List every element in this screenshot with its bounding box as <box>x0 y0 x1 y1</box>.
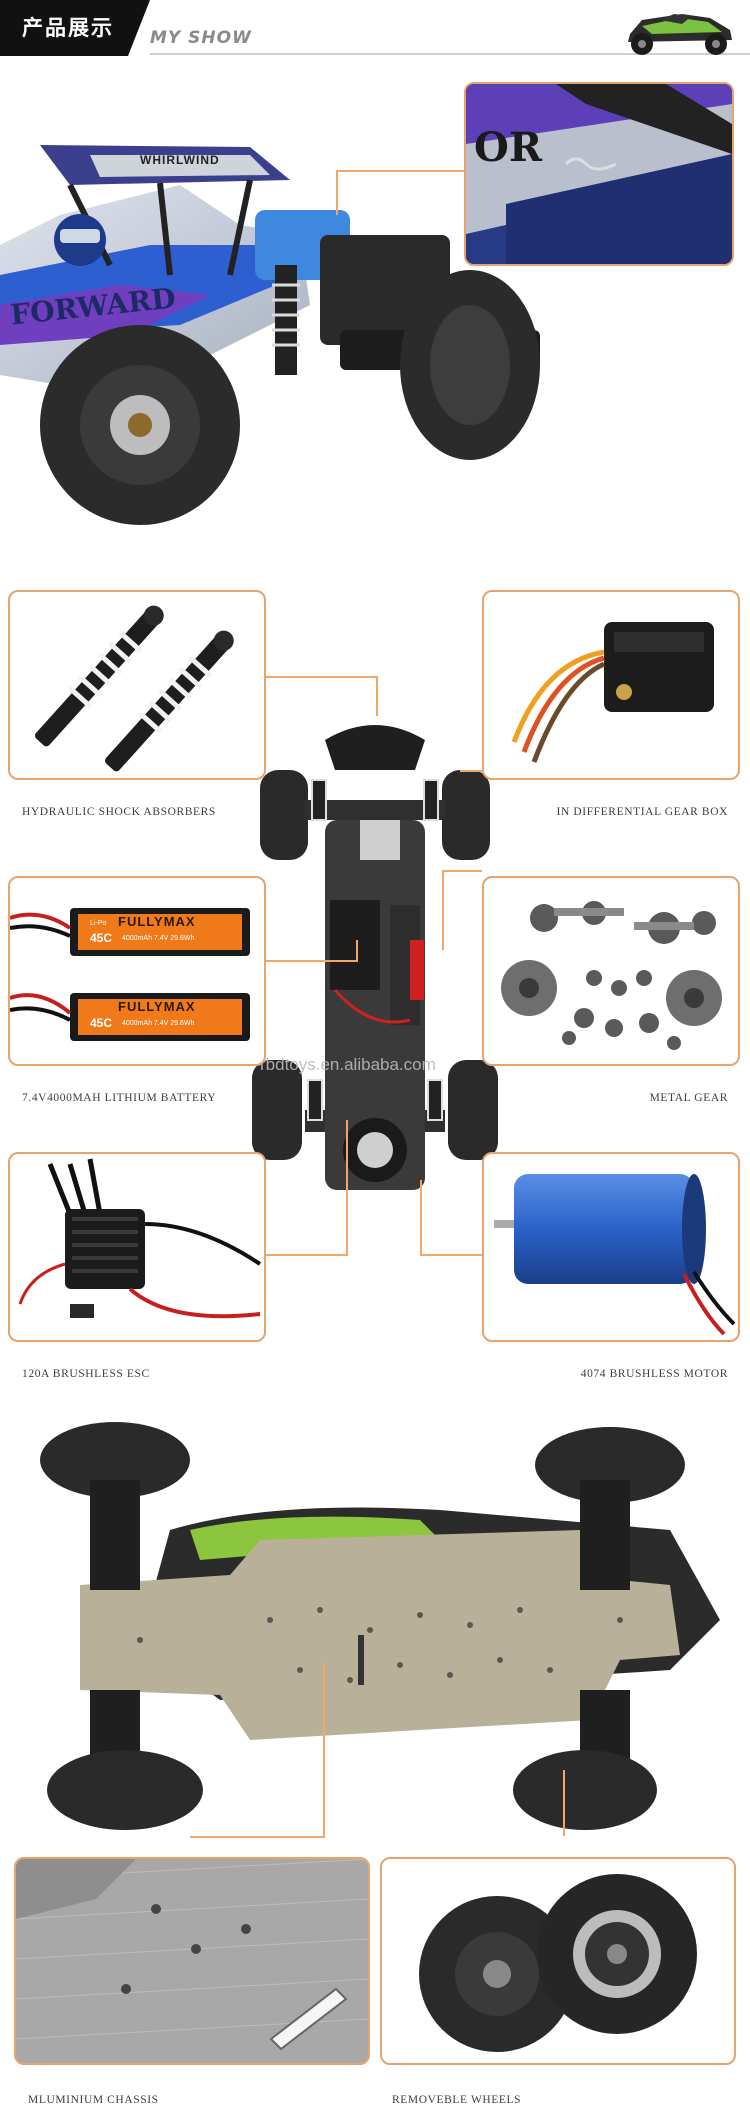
battery-2-spec: 4000mAh 7.4V 29.6Wh <box>122 1020 195 1027</box>
battery-panel: FULLYMAX 45C 4000mAh 7.4V 29.6Wh FULLYMA… <box>8 876 266 1066</box>
chassis-underside-image <box>20 1420 730 1840</box>
battery-connector-drop <box>356 940 358 962</box>
battery-label: 7.4V4000MAH LITHIUM BATTERY <box>22 1092 217 1104</box>
battery-connector <box>266 960 356 962</box>
wheels-connector <box>563 1770 565 1836</box>
battery-1-rating: 45C <box>90 931 113 945</box>
metal-gear-connector-drop <box>442 870 444 950</box>
esc-connector-drop <box>346 1120 348 1256</box>
header-title-en: MY SHOW <box>150 28 252 48</box>
shock-absorbers-label: HYDRAULIC SHOCK ABSORBERS <box>22 806 216 818</box>
hero-connector-drop <box>336 170 338 215</box>
esc-connector <box>266 1254 346 1256</box>
header-title-cn: 产品展示 <box>22 16 114 40</box>
hero-connector-line <box>336 170 464 172</box>
hero-detail-inset: OR <box>464 82 734 266</box>
watermark-text: rbdtoys.en.alibaba.com <box>260 1055 436 1074</box>
esc-label: 120A BRUSHLESS ESC <box>22 1368 150 1380</box>
motor-label: 4074 BRUSHLESS MOTOR <box>580 1368 728 1380</box>
header-bar <box>0 0 150 56</box>
shock-absorbers-panel <box>8 590 266 780</box>
battery-2-rating: 45C <box>90 1016 113 1030</box>
gearbox-panel <box>482 590 740 780</box>
metal-gear-panel <box>482 876 740 1066</box>
chassis-connector-drop <box>323 1662 325 1836</box>
hero-wing-text: WHIRLWIND <box>140 153 220 167</box>
shock-connector <box>266 676 376 678</box>
header-divider <box>150 53 750 55</box>
motor-connector <box>420 1254 482 1256</box>
chassis-detail-panel <box>14 1857 370 2065</box>
car-thumbnail-icon <box>612 4 746 58</box>
metal-gear-connector <box>442 870 482 872</box>
gearbox-label: IN DIFFERENTIAL GEAR BOX <box>556 806 728 818</box>
hero-car-image <box>0 125 560 545</box>
wheels-detail-panel <box>380 1857 736 2065</box>
chassis-label: MLUMINIUM CHASSIS <box>28 2094 159 2106</box>
shock-connector-drop <box>376 676 378 716</box>
wheels-label: REMOVEBLE WHEELS <box>392 2094 522 2106</box>
battery-type: Li-Po <box>90 920 107 927</box>
chassis-top-view-image <box>250 700 500 1240</box>
motor-connector-drop <box>420 1180 422 1256</box>
motor-panel <box>482 1152 740 1342</box>
battery-1-spec: 4000mAh 7.4V 29.6Wh <box>122 935 195 942</box>
chassis-connector <box>190 1836 325 1838</box>
metal-gear-label: METAL GEAR <box>649 1092 728 1104</box>
gearbox-connector <box>460 770 482 772</box>
esc-panel <box>8 1152 266 1342</box>
battery-1-brand: FULLYMAX <box>118 914 196 929</box>
hero-inset-text: OR <box>474 124 543 171</box>
battery-2-brand: FULLYMAX <box>118 999 196 1014</box>
